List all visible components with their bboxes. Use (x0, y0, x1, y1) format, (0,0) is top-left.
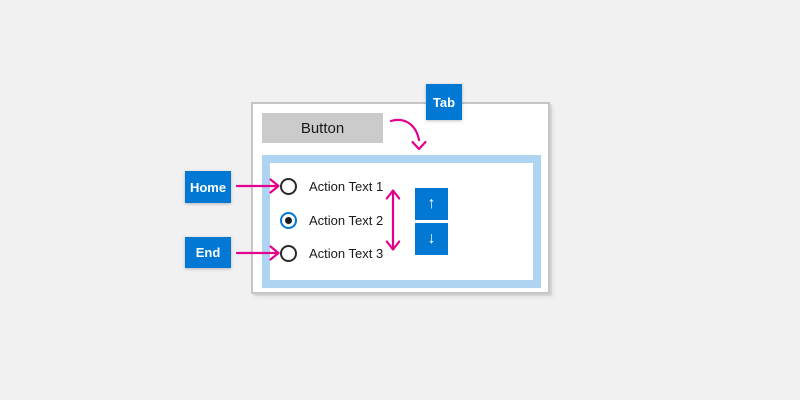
home-key-badge: Home (185, 171, 231, 203)
radio-option-label: Action Text 1 (309, 178, 384, 194)
radio-unselected-icon (280, 177, 297, 195)
radio-option[interactable]: Action Text 3 (280, 244, 383, 262)
radio-option-label: Action Text 2 (309, 212, 384, 228)
up-arrow-button[interactable]: ↑ (415, 188, 448, 220)
end-key-badge: End (185, 237, 231, 268)
tab-key-badge: Tab (426, 84, 462, 120)
down-arrow-icon: ↓ (427, 230, 436, 247)
radio-group-focus-region: Action Text 1 Action Text 2 Action Text … (262, 155, 541, 288)
button[interactable]: Button (262, 113, 383, 143)
down-arrow-button[interactable]: ↓ (415, 223, 448, 255)
up-arrow-icon: ↑ (427, 195, 436, 212)
radio-option[interactable]: Action Text 2 (280, 211, 383, 229)
radio-option[interactable]: Action Text 1 (280, 177, 383, 195)
tab-key-label: Tab (432, 94, 456, 110)
home-key-label: Home (189, 179, 227, 195)
end-key-label: End (195, 245, 221, 260)
radio-unselected-icon (280, 244, 297, 262)
button-label: Button (300, 119, 345, 137)
radio-option-label: Action Text 3 (309, 245, 384, 261)
radio-selected-icon (280, 211, 297, 229)
